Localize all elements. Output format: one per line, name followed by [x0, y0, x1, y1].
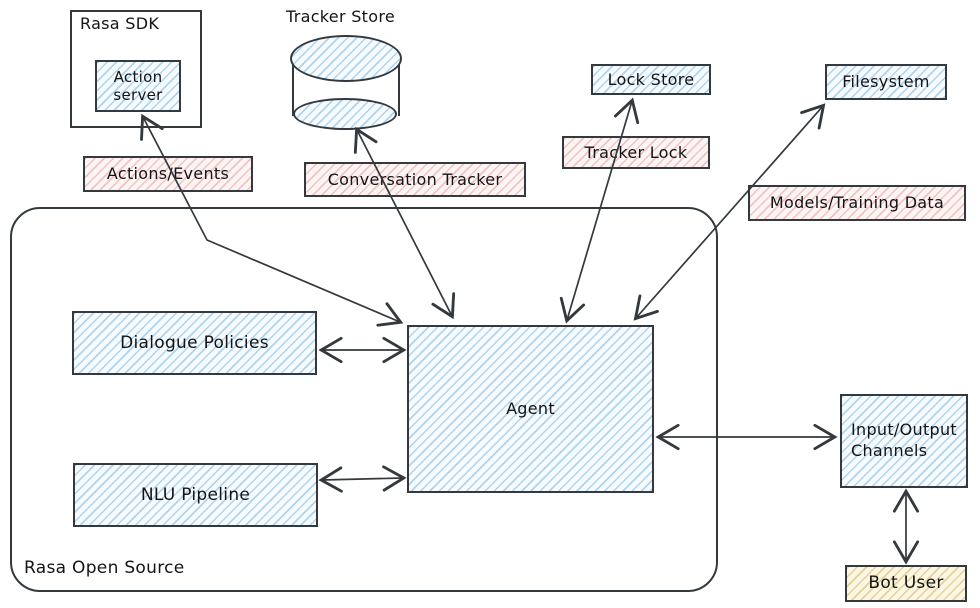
action-server-node: Action server: [95, 60, 181, 112]
bot-user-node: Bot User: [845, 565, 967, 602]
tracker-store-cylinder-top: [290, 35, 402, 82]
tracker-store-cylinder-bottom: [293, 98, 397, 130]
lock-store-node: Lock Store: [591, 64, 711, 95]
tracker-lock-label: Tracker Lock: [562, 136, 710, 169]
io-channels-node: Input/Output Channels: [840, 394, 968, 488]
nlu-pipeline-node: NLU Pipeline: [73, 463, 318, 527]
actions-events-label: Actions/Events: [83, 156, 253, 192]
conversation-tracker-label: Conversation Tracker: [304, 162, 526, 197]
tracker-store-label: Tracker Store: [286, 7, 395, 26]
rasa-sdk-label: Rasa SDK: [80, 14, 160, 33]
filesystem-node: Filesystem: [825, 64, 947, 100]
dialogue-policies-node: Dialogue Policies: [72, 311, 317, 375]
agent-node: Agent: [407, 325, 654, 493]
models-training-data-label: Models/Training Data: [748, 185, 966, 221]
rasa-open-source-label: Rasa Open Source: [24, 558, 185, 578]
